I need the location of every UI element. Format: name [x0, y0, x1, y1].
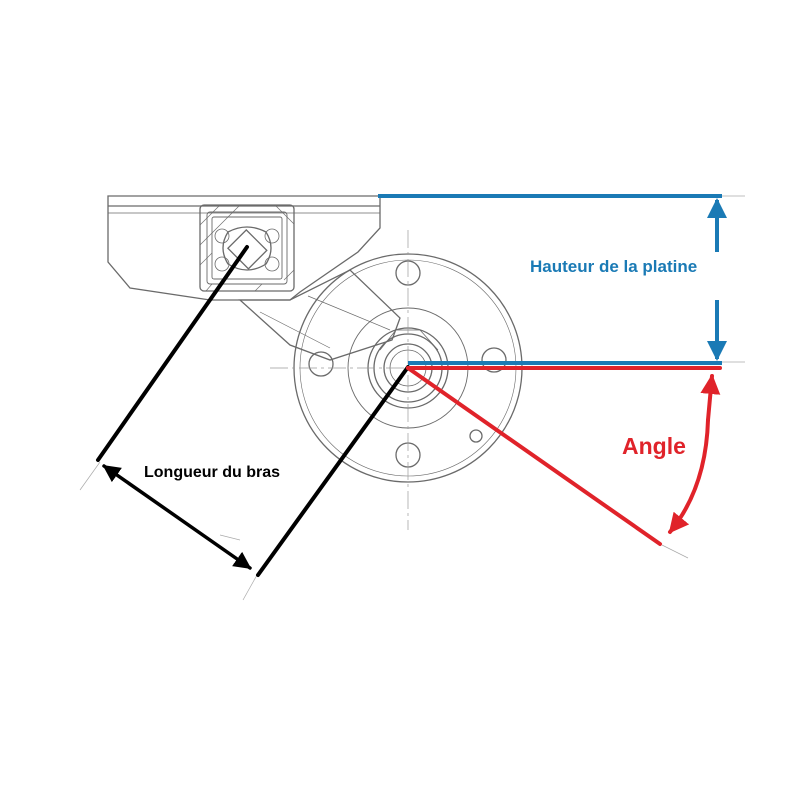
center-lines — [270, 230, 560, 530]
extension-lines — [79, 195, 745, 601]
arm-length-dimension — [96, 245, 410, 577]
arm-extension-line-left — [96, 245, 249, 462]
angle-arm-line — [406, 366, 662, 546]
plate-height-label: Hauteur de la platine — [530, 257, 697, 276]
arm-length-arrow — [102, 464, 252, 570]
angle-dimension — [406, 366, 722, 546]
arm-extension-line-right — [256, 365, 410, 577]
angle-arc-arrow — [668, 418, 710, 534]
square-tube-section — [199, 204, 295, 292]
plate-height-dimension — [378, 194, 727, 365]
angle-label: Angle — [622, 433, 686, 459]
arm-length-label: Longueur du bras — [144, 464, 280, 481]
suspension-arm-body — [238, 269, 401, 361]
